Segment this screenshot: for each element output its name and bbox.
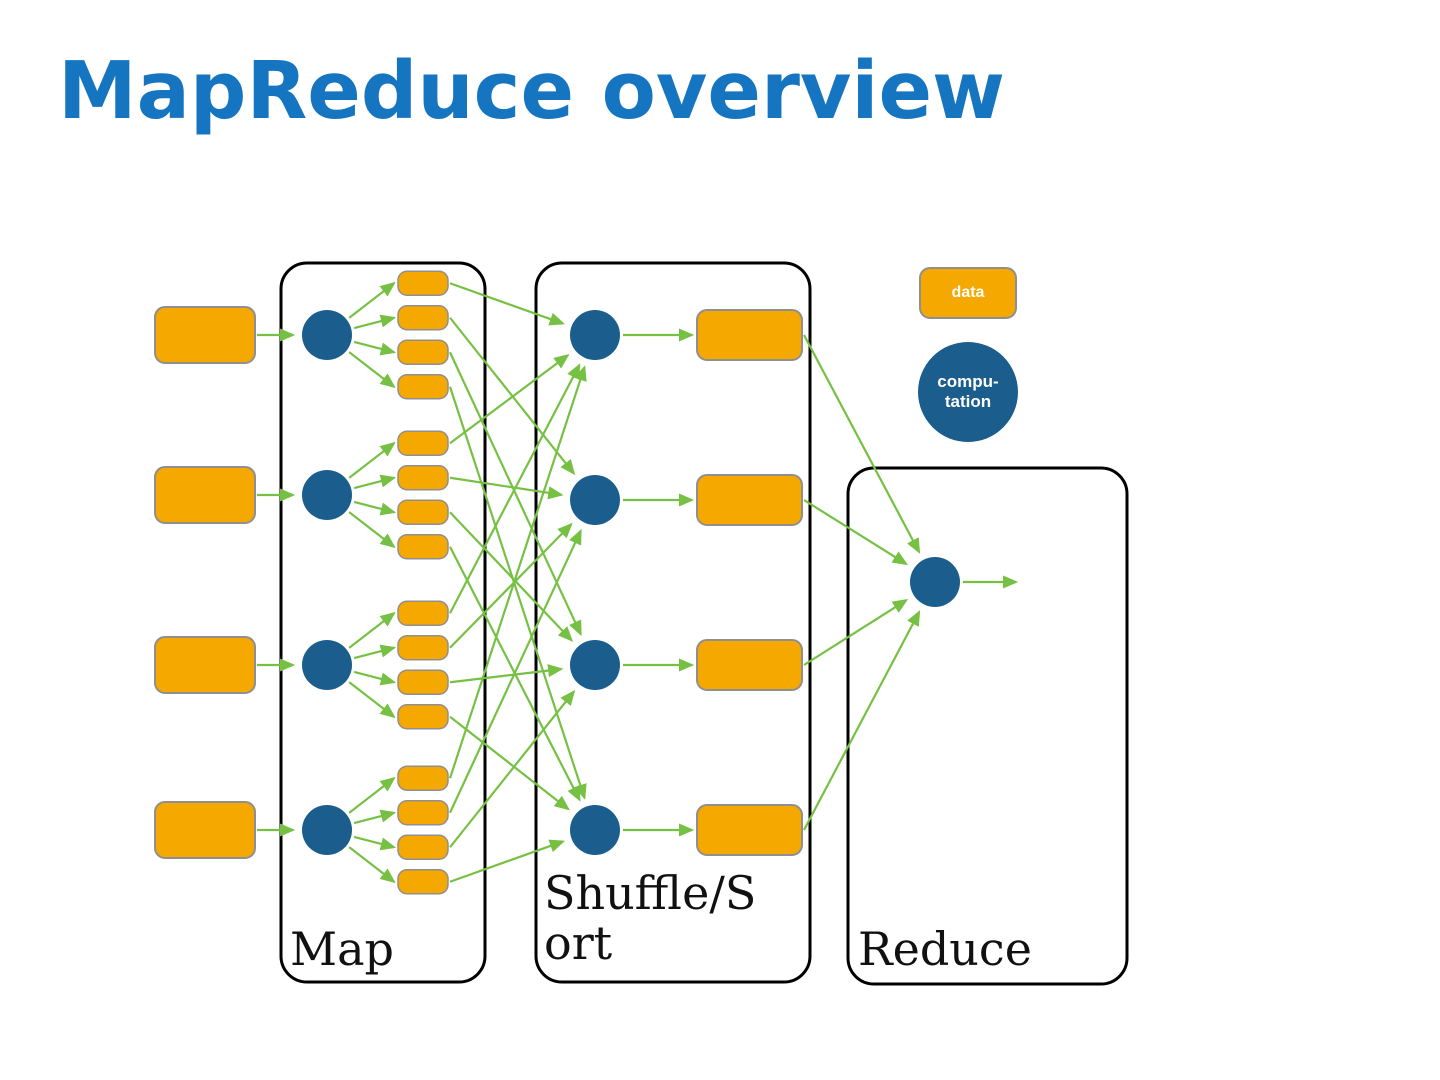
map-to-intermediate-arrow — [353, 644, 397, 660]
map-to-intermediate-arrow — [348, 776, 396, 814]
intermediate-data-block — [397, 834, 449, 860]
intermediate-to-shuffle-arrow — [449, 351, 582, 637]
map-to-intermediate-arrow — [348, 441, 396, 479]
map-node-circle — [302, 640, 352, 690]
shuffle-node-circle — [570, 640, 620, 690]
legend-computation-line2: tation — [944, 392, 992, 411]
map-to-intermediate-arrow — [353, 809, 397, 825]
output-to-reduce-arrow — [803, 499, 909, 566]
legend-data-block — [919, 267, 1017, 319]
page-title: MapReduce overview — [58, 45, 1006, 137]
intermediate-data-block — [397, 339, 449, 365]
intermediate-data-block — [397, 800, 449, 826]
intermediate-to-shuffle-arrow — [449, 715, 570, 811]
map-to-intermediate-arrow — [353, 500, 397, 516]
intermediate-to-shuffle-arrow — [449, 511, 574, 642]
map-to-intermediate-arrow — [353, 474, 397, 490]
intermediate-to-shuffle-arrow — [449, 522, 573, 649]
legend-computation-circle — [918, 342, 1018, 442]
map-to-intermediate-arrow — [353, 835, 397, 851]
map-to-intermediate-arrow — [353, 314, 397, 330]
map-node-circle — [302, 805, 352, 855]
shuffle-node-circle — [570, 310, 620, 360]
intermediate-data-block — [397, 869, 449, 895]
shuffle-node-circle — [570, 475, 620, 525]
intermediate-data-block — [397, 635, 449, 661]
intermediate-to-shuffle-arrow — [449, 664, 564, 684]
reduce-stage-label: Reduce — [858, 922, 1032, 976]
shuffle-node-circle — [570, 805, 620, 855]
intermediate-data-block — [397, 465, 449, 491]
intermediate-data-block — [397, 270, 449, 296]
input-data-block — [154, 636, 256, 694]
intermediate-to-shuffle-arrow — [449, 317, 576, 476]
intermediate-data-block — [397, 669, 449, 695]
shuffle-output-block — [696, 639, 803, 691]
intermediate-data-block — [397, 704, 449, 730]
legend-data-label: data — [951, 284, 985, 301]
map-stage-label: Map — [290, 922, 394, 976]
intermediate-data-block — [397, 600, 449, 626]
map-to-intermediate-arrow — [348, 511, 396, 549]
input-data-block — [154, 306, 256, 364]
shuffle-output-block — [696, 474, 803, 526]
intermediate-data-block — [397, 499, 449, 525]
intermediate-to-shuffle-arrow — [449, 282, 566, 326]
map-to-intermediate-arrow — [353, 340, 397, 356]
intermediate-data-block — [397, 765, 449, 791]
output-to-reduce-arrow — [803, 334, 921, 554]
map-to-intermediate-arrow — [348, 846, 396, 884]
reduce-box — [846, 466, 1129, 986]
map-to-intermediate-arrow — [348, 351, 396, 389]
intermediate-to-shuffle-arrow — [448, 365, 587, 779]
reduce-node-circle — [910, 557, 960, 607]
legend-computation-label: compu- tation — [918, 342, 1018, 442]
shuffle-sort-box — [534, 261, 812, 984]
shuffle-output-block — [696, 309, 803, 361]
map-to-intermediate-arrow — [353, 670, 397, 686]
intermediate-to-shuffle-arrow — [449, 363, 581, 614]
shuffle-sort-stage-label: Shuffle/Sort — [544, 866, 757, 970]
intermediate-to-shuffle-arrow — [449, 839, 566, 883]
intermediate-to-shuffle-arrow — [449, 689, 576, 848]
intermediate-to-shuffle-arrow — [448, 386, 587, 800]
intermediate-data-block — [397, 430, 449, 456]
output-to-reduce-arrow — [803, 610, 921, 831]
intermediate-data-block — [397, 305, 449, 331]
input-data-block — [154, 801, 256, 859]
shuffle-output-block — [696, 804, 803, 856]
intermediate-to-shuffle-arrow — [449, 528, 582, 814]
map-to-intermediate-arrow — [348, 681, 396, 719]
intermediate-to-shuffle-arrow — [449, 354, 570, 445]
legend-computation-line1: compu- — [937, 371, 999, 391]
map-node-circle — [302, 310, 352, 360]
map-to-intermediate-arrow — [348, 611, 396, 649]
intermediate-data-block — [397, 534, 449, 560]
intermediate-data-block — [397, 374, 449, 400]
output-to-reduce-arrow — [803, 599, 909, 666]
map-to-intermediate-arrow — [348, 281, 396, 319]
input-data-block — [154, 466, 256, 524]
map-node-circle — [302, 470, 352, 520]
